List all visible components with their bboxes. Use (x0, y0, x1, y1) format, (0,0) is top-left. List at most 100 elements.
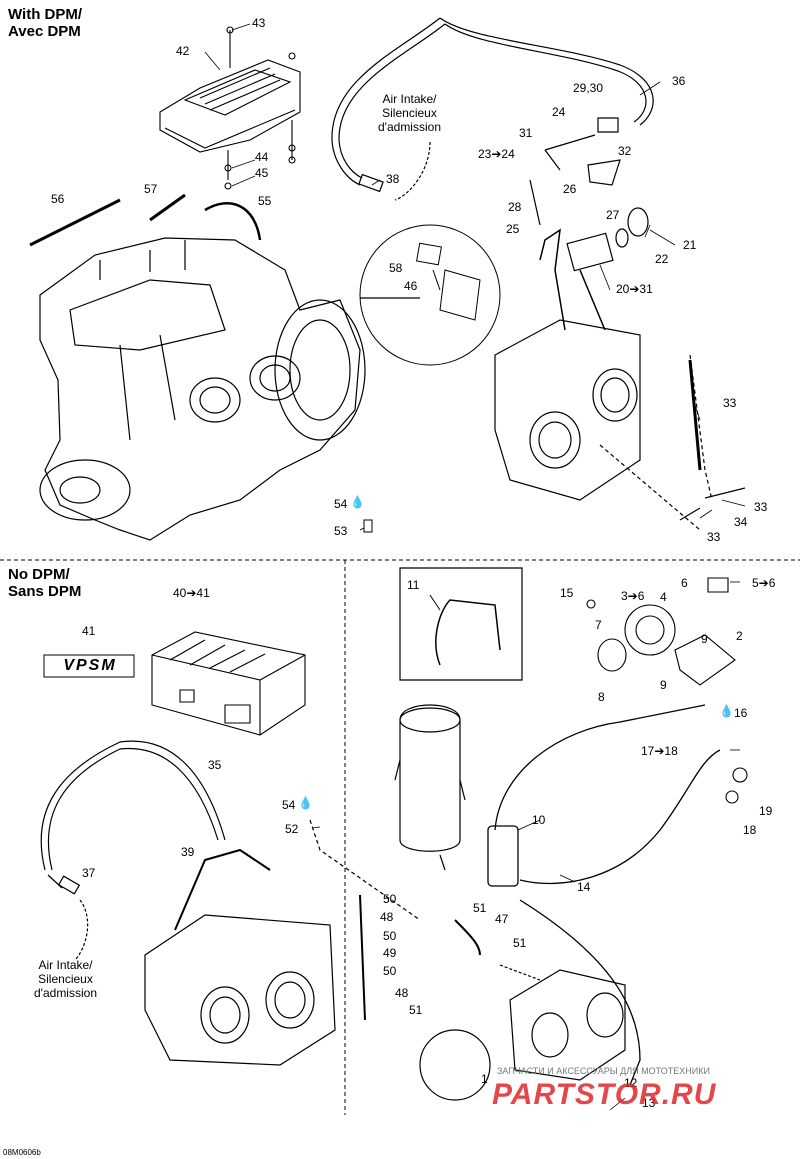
engine-block (30, 195, 420, 540)
callout-48-a: 48 (380, 910, 394, 924)
section-title-with-dpm-line2: Avec DPM (8, 23, 81, 40)
callout-54-b: 54 (282, 798, 296, 812)
callout-33-a: 33 (723, 396, 737, 410)
callout-28: 28 (508, 200, 522, 214)
callout-10: 10 (532, 813, 546, 827)
callout-21: 21 (683, 238, 697, 252)
callout-15: 15 (560, 586, 574, 600)
callout-24: 24 (552, 105, 566, 119)
callout-51-c: 51 (409, 1003, 423, 1017)
callout-32: 32 (618, 144, 632, 158)
callout-56: 56 (51, 192, 65, 206)
callout-4: 4 (660, 590, 667, 604)
callout-12: 12 (624, 1076, 638, 1090)
silencer-canister (395, 705, 465, 870)
air-intake-bottom-line3: d'admission (34, 986, 97, 1000)
drawing-code: 08M0606b (3, 1148, 41, 1157)
callout-22: 22 (655, 252, 669, 266)
carburetor-assembly-no-dpm (145, 820, 420, 1065)
ecu-module-no-dpm (152, 632, 305, 735)
callout-2: 2 (736, 629, 743, 643)
callout-48-b: 48 (395, 986, 409, 1000)
callout-20-31: 20➔31 (616, 282, 653, 296)
callout-47: 47 (495, 912, 509, 926)
callout-52: 52 (285, 822, 299, 836)
detail-circle (360, 225, 500, 365)
oil-drop-icon-16: 💧 (719, 704, 734, 718)
callout-7: 7 (595, 618, 602, 632)
decal-logo: VPSM (63, 657, 117, 674)
inset-cable (430, 595, 500, 665)
callout-18: 18 (743, 823, 757, 837)
callout-54-a: 54 (334, 497, 348, 511)
watermark-caption: ЗАПЧАСТИ И АКСЕССУАРЫ ДЛЯ МОТОТЕХНИКИ (497, 1066, 710, 1076)
callout-23-24: 23➔24 (478, 147, 515, 161)
callout-38: 38 (386, 172, 400, 186)
callout-39: 39 (181, 845, 195, 859)
callout-6: 6 (681, 576, 688, 590)
callout-3-6: 3➔6 (621, 589, 645, 603)
callout-42: 42 (176, 44, 190, 58)
callout-5-6: 5➔6 (752, 576, 776, 590)
callout-41: 41 (82, 624, 96, 638)
callout-36: 36 (672, 74, 686, 88)
callout-57: 57 (144, 182, 158, 196)
callout-50-b: 50 (383, 929, 397, 943)
callout-50-c: 50 (383, 964, 397, 978)
air-intake-hose-bottom (41, 741, 225, 960)
callout-9-b: 9 (660, 678, 667, 692)
callout-16: 16 (734, 706, 748, 720)
air-intake-bottom-line1: Air Intake/ (38, 958, 93, 972)
decal-41 (44, 655, 134, 677)
plug-53 (364, 520, 372, 532)
callout-40-41: 40➔41 (173, 586, 210, 600)
throttle-cable (488, 705, 720, 1085)
callout-11: 11 (407, 578, 420, 592)
callout-45: 45 (255, 166, 269, 180)
air-intake-label-bottom: Air Intake/ Silencieux d'admission (34, 958, 97, 1000)
callout-51-a: 51 (473, 901, 487, 915)
callout-49: 49 (383, 946, 397, 960)
callout-33-c: 33 (707, 530, 721, 544)
air-intake-hose-top (332, 18, 653, 200)
ecu-module-dpm (160, 27, 300, 189)
callout-9-a: 9 (701, 632, 708, 646)
leader-lines (205, 24, 745, 1110)
watermark-site: PARTSTOR.RU (492, 1078, 717, 1111)
callout-55: 55 (258, 194, 272, 208)
callout-27: 27 (606, 208, 620, 222)
callout-33-b: 33 (754, 500, 768, 514)
callout-35: 35 (208, 758, 222, 772)
section-title-with-dpm: With DPM/ Avec DPM (8, 6, 82, 40)
air-intake-top-line3: d'admission (378, 120, 441, 134)
callout-34: 34 (734, 515, 748, 529)
callout-1: 1 (481, 1072, 488, 1086)
callout-44: 44 (255, 150, 269, 164)
section-dividers (0, 560, 800, 1115)
section-title-no-dpm-line2: Sans DPM (8, 583, 82, 600)
callout-17-18: 17➔18 (641, 744, 678, 758)
air-intake-bottom-line2: Silencieux (38, 972, 93, 986)
callout-26: 26 (563, 182, 577, 196)
callout-13: 13 (642, 1096, 656, 1110)
callout-51-b: 51 (513, 936, 527, 950)
callout-50-a: 50 (383, 892, 397, 906)
callout-31: 31 (519, 126, 533, 140)
callout-53: 53 (334, 524, 348, 538)
callout-46: 46 (404, 279, 418, 293)
carburetor-assembly-bottom-right (360, 895, 625, 1100)
callout-19: 19 (759, 804, 773, 818)
callout-14: 14 (577, 880, 591, 894)
callout-37: 37 (82, 866, 96, 880)
section-title-with-dpm-line1: With DPM/ (8, 6, 83, 23)
section-title-no-dpm: No DPM/ Sans DPM (8, 566, 81, 600)
callout-8: 8 (598, 690, 605, 704)
callout-29-30: 29,30 (573, 81, 604, 95)
section-title-no-dpm-line1: No DPM/ (8, 566, 70, 583)
air-intake-top-line2: Silencieux (382, 106, 437, 120)
callout-25: 25 (506, 222, 520, 236)
carburetor-assembly-dpm (495, 118, 745, 530)
air-intake-top-line1: Air Intake/ (382, 92, 437, 106)
